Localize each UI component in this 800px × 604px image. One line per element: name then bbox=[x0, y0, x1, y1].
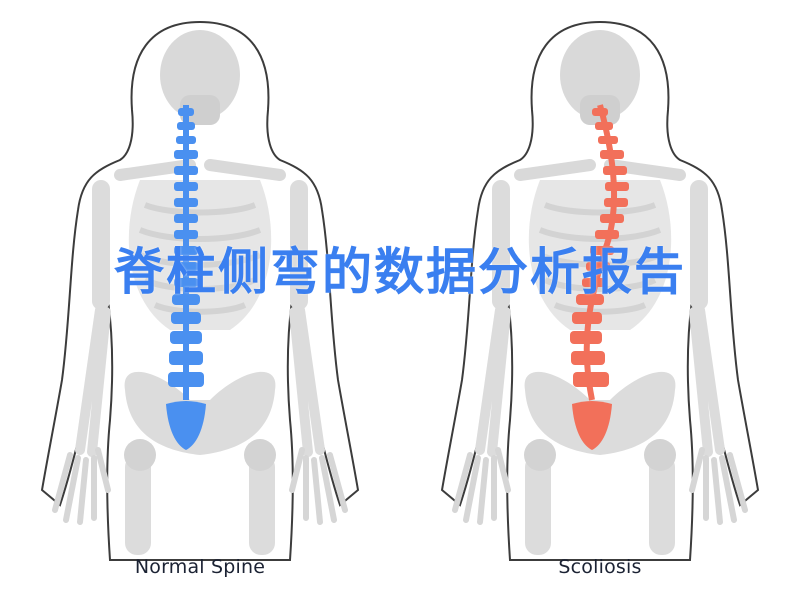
normal-spine bbox=[166, 105, 206, 450]
scoliosis-caption: Scoliosis bbox=[558, 556, 642, 578]
report-title: 脊柱侧弯的数据分析报告 bbox=[114, 243, 686, 301]
scoliosis-skeleton-illustration bbox=[400, 0, 800, 604]
normal-skeleton-illustration bbox=[0, 0, 400, 604]
normal-spine-figure: Normal Spine bbox=[0, 0, 400, 604]
normal-spine-caption: Normal Spine bbox=[134, 556, 266, 578]
scoliosis-figure: Scoliosis bbox=[400, 0, 800, 604]
scoliosis-spine bbox=[570, 104, 629, 450]
